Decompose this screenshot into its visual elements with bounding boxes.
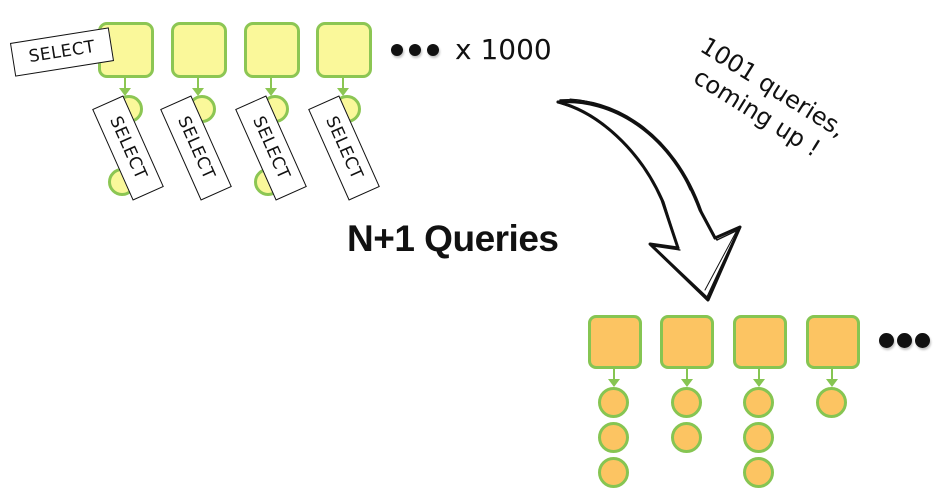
child-record <box>598 387 629 418</box>
down-arrow-icon <box>608 369 620 387</box>
curved-arrow-icon <box>556 98 742 302</box>
child-record <box>743 457 774 488</box>
child-record <box>743 387 774 418</box>
down-arrow-icon <box>337 78 349 96</box>
ellipsis-dot <box>897 333 912 348</box>
down-arrow-icon <box>753 369 765 387</box>
down-arrow-icon <box>681 369 693 387</box>
child-record <box>816 387 847 418</box>
parent-record-2 <box>660 315 714 369</box>
child-select-query-label: SELECT <box>235 95 307 201</box>
down-arrow-icon <box>265 78 277 96</box>
child-select-query-label: SELECT <box>308 95 380 201</box>
child-record <box>598 422 629 453</box>
child-select-query-label: SELECT <box>92 95 164 201</box>
ellipsis-dot <box>915 333 930 348</box>
parent-record-2 <box>171 22 227 78</box>
parent-record-3 <box>244 22 300 78</box>
multiplier-label: x 1000 <box>455 33 552 66</box>
ellipsis-dot <box>409 44 421 56</box>
parent-record-3 <box>733 315 787 369</box>
parent-record-4 <box>316 22 372 78</box>
ellipsis-dot <box>879 333 894 348</box>
ellipsis-dot <box>391 44 403 56</box>
down-arrow-icon <box>119 78 131 96</box>
diagram-title: N+1 Queries <box>347 218 559 259</box>
parent-record-4 <box>806 315 860 369</box>
child-record <box>671 387 702 418</box>
child-select-query-label: SELECT <box>160 95 232 201</box>
ellipsis-dot <box>427 44 439 56</box>
child-record <box>671 422 702 453</box>
parent-record-1 <box>588 315 642 369</box>
child-record <box>598 457 629 488</box>
down-arrow-icon <box>826 369 838 387</box>
down-arrow-icon <box>192 78 204 96</box>
child-record <box>743 422 774 453</box>
